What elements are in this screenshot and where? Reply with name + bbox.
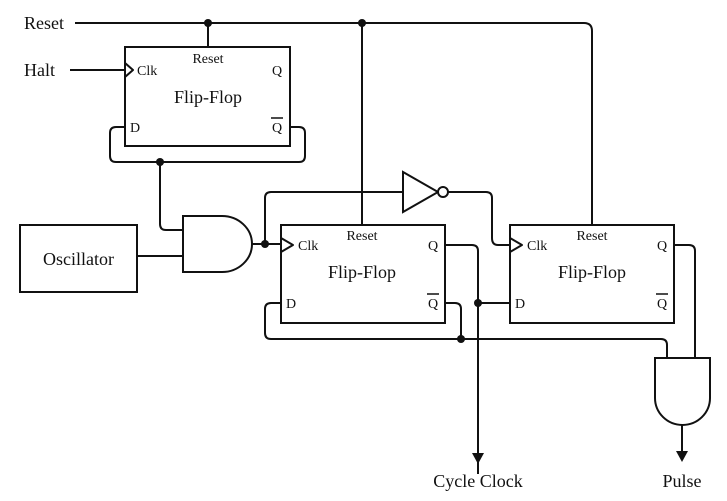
cycle-clock-arrow-icon (472, 453, 484, 464)
junction-dot (156, 158, 164, 166)
reset-label: Reset (346, 229, 377, 244)
ff1-to-and-wire (159, 162, 183, 231)
junction-dot (204, 19, 212, 27)
and-gate-1 (182, 215, 253, 273)
reset-label: Reset (576, 229, 607, 244)
flip-flop-title: Flip-Flop (174, 87, 242, 107)
junction-dot (261, 240, 269, 248)
junction-dot (358, 19, 366, 27)
d-label: D (515, 297, 525, 312)
bottom-loop-wire (264, 302, 668, 358)
reset-wire (75, 22, 593, 225)
flip-flop-title: Flip-Flop (328, 262, 396, 282)
q-label: Q (272, 64, 282, 79)
reset-label: Reset (192, 52, 223, 67)
halt-input-label: Halt (24, 60, 55, 80)
inverter-to-ff3-wire (448, 191, 510, 246)
oscillator-label: Oscillator (43, 249, 114, 269)
clk-to-inverter-wire (264, 191, 403, 244)
flip-flop-title: Flip-Flop (558, 262, 626, 282)
junction-dot (474, 299, 482, 307)
inverter (402, 170, 449, 214)
q-label: Q (657, 239, 667, 254)
q-label: Q (428, 239, 438, 254)
clk-label: Clk (137, 64, 157, 79)
clk-label: Clk (527, 239, 547, 254)
clk-label: Clk (298, 239, 318, 254)
ff3-q-wire (674, 244, 696, 358)
ff1-feedback-wire (109, 126, 306, 163)
qbar-label: Q (428, 297, 438, 312)
oscillator: Oscillator (19, 224, 138, 293)
junction-dot (457, 335, 465, 343)
and-gate-2 (654, 357, 711, 426)
cycle-clock-output-label: Cycle Clock (433, 471, 522, 491)
pulse-arrow-icon (676, 451, 688, 462)
flip-flop-3: Clk Reset Q Flip-Flop D Q (509, 224, 675, 324)
ff2-qbar-wire (445, 302, 462, 339)
wires (70, 19, 696, 474)
d-label: D (286, 297, 296, 312)
qbar-label: Q (272, 121, 282, 136)
reset-input-label: Reset (24, 13, 64, 33)
flip-flop-1: Clk Reset Q Flip-Flop D Q (124, 46, 291, 147)
pulse-output-label: Pulse (662, 471, 701, 491)
flip-flop-2: Clk Reset Q Flip-Flop D Q (280, 224, 446, 324)
ff2-q-wire (445, 244, 479, 474)
qbar-label: Q (657, 297, 667, 312)
d-label: D (130, 121, 140, 136)
